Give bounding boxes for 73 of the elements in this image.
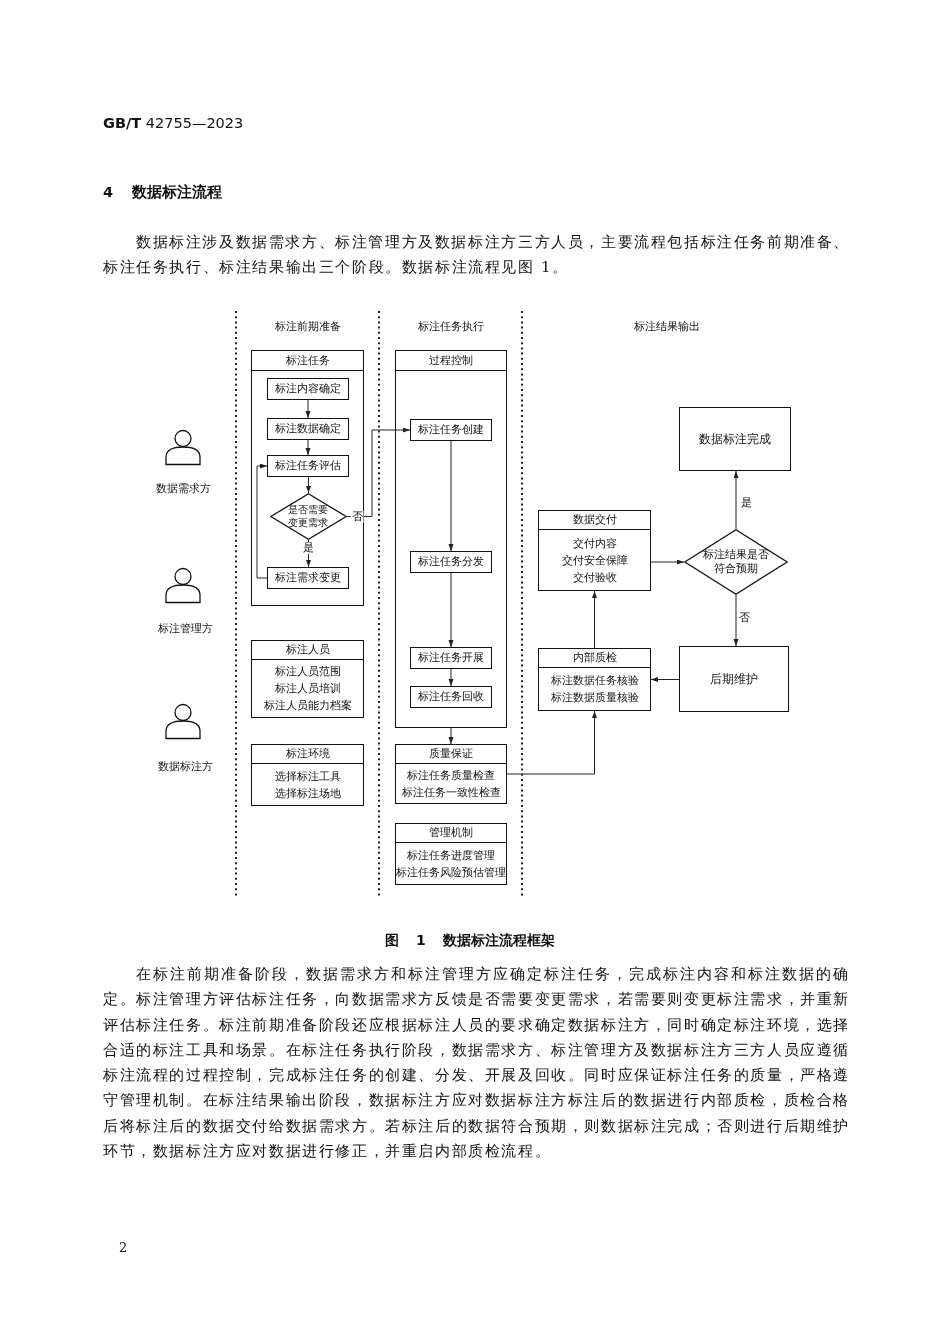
list-item: 标注人员能力档案 — [263, 698, 352, 713]
list-item: 选择标注工具 — [274, 768, 341, 784]
arrow — [650, 559, 685, 565]
group-heading: 标注任务 — [252, 351, 363, 371]
section-heading: 4 数据标注流程 — [103, 183, 223, 201]
group-heading: 过程控制 — [396, 351, 506, 371]
info-panel — [395, 823, 507, 885]
panel-heading: 数据交付 — [539, 511, 650, 530]
arrow — [733, 594, 739, 647]
body-paragraph: 数据标注涉及数据需求方、标注管理方及数据标注方三方人员，主要流程包括标注任务前期准备、标注任务执行、标注结果输出三个阶段。数据标注流程见图 1。 — [103, 232, 850, 279]
panel-heading: 管理机制 — [396, 824, 506, 843]
list-item: 标注数据任务核验 — [550, 673, 639, 688]
info-panel — [251, 744, 364, 806]
panel-heading: 标注环境 — [252, 745, 363, 764]
list-item: 选择标注场地 — [274, 785, 341, 801]
arrow — [305, 439, 311, 456]
list-item: 标注人员培训 — [274, 681, 341, 696]
process-box: 标注数据确定 — [266, 417, 349, 440]
process-box: 标注任务创建 — [409, 418, 492, 441]
panel-heading: 质量保证 — [396, 745, 506, 764]
list-item: 标注人员范围 — [274, 664, 341, 679]
role-label: 数据需求方 — [155, 482, 211, 496]
column-heading: 标注任务执行 — [418, 320, 484, 334]
process-box: 标注需求变更 — [266, 566, 349, 589]
role-label: 标注管理方 — [157, 622, 213, 636]
body-paragraph: 在标注前期准备阶段，数据需求方和标注管理方应确定标注任务，完成标注内容和标注数据的确定。标注管理方评估标注任务，向数据需求方反馈是否需要变更需求，若需要则变更标注需求，并重新评估标注任务。标注前期准备阶段还应根据标注人员的要求确定数据标注方，同时确定标注环境，选择合适的标注工具和场景。在标注任务执行阶段，数据需求方、标注管理方及数据标注方三方人员应遵循标注流程的过程控制，完成标注任务的创建、分发、开展及回收。同时应保证标注任务的质量，严格遵守管理机制。在标注结果输出阶段，数据标注方应对数据标注方标注后的数据进行内部质检，质检合格后将标注后的数据交付给数据需求方。若标注后的数据符合预期，则数据标注完成；否则进行后期维护环节，数据标注方应对数据进行修正，并重启内部质检流程。 — [103, 964, 850, 1163]
info-panel — [538, 510, 651, 591]
list-item: 标注任务一致性检查 — [401, 784, 501, 800]
group-box — [251, 350, 364, 606]
edge-label: 否 — [737, 611, 751, 624]
arrow — [256, 463, 268, 579]
arrow — [305, 399, 311, 419]
page-number: 2 — [119, 1240, 128, 1256]
list-item: 标注任务进度管理 — [407, 847, 495, 863]
group-box — [395, 350, 507, 728]
list-item: 标注任务风险预估管理 — [396, 864, 506, 880]
panel-heading: 标注人员 — [252, 641, 363, 660]
arrow — [448, 668, 454, 687]
arrow — [448, 440, 454, 552]
list-item: 标注数据质量核验 — [550, 690, 639, 705]
list-item: 标注任务质量检查 — [407, 767, 495, 783]
info-panel — [251, 640, 364, 718]
arrow — [306, 476, 311, 494]
process-box: 标注任务分发 — [409, 550, 492, 573]
figure-caption: 图 1 数据标注流程框架 — [385, 931, 555, 949]
arrow — [733, 470, 739, 530]
edge-label: 是 — [302, 542, 315, 555]
arrow — [448, 727, 454, 745]
process-box: 标注内容确定 — [266, 377, 349, 400]
process-box: 数据标注完成 — [679, 407, 791, 471]
panel-heading: 内部质检 — [539, 649, 650, 668]
edge-label: 否 — [350, 510, 364, 523]
column-heading: 标注前期准备 — [275, 320, 341, 334]
list-item: 交付内容 — [572, 535, 617, 551]
arrow — [346, 427, 411, 517]
role-label: 数据标注方 — [157, 760, 213, 774]
arrow — [506, 710, 597, 775]
arrow — [448, 572, 454, 648]
edge-label: 是 — [739, 496, 753, 509]
info-panel — [395, 744, 507, 804]
process-box: 标注任务开展 — [409, 646, 492, 669]
arrow — [592, 590, 597, 649]
process-box: 标注任务回收 — [409, 685, 492, 708]
decision-text: 标注结果是否符合预期 — [702, 548, 770, 576]
column-heading: 标注结果输出 — [634, 320, 700, 334]
process-box: 后期维护 — [679, 646, 789, 712]
list-item: 交付验收 — [572, 569, 617, 585]
process-box: 标注任务评估 — [266, 454, 349, 477]
list-item: 交付安全保障 — [561, 552, 628, 568]
running-header: GB/T 42755—2023 — [103, 114, 244, 132]
arrow — [650, 677, 680, 682]
info-panel — [538, 648, 651, 711]
decision-text: 是否需要变更需求 — [287, 503, 329, 529]
